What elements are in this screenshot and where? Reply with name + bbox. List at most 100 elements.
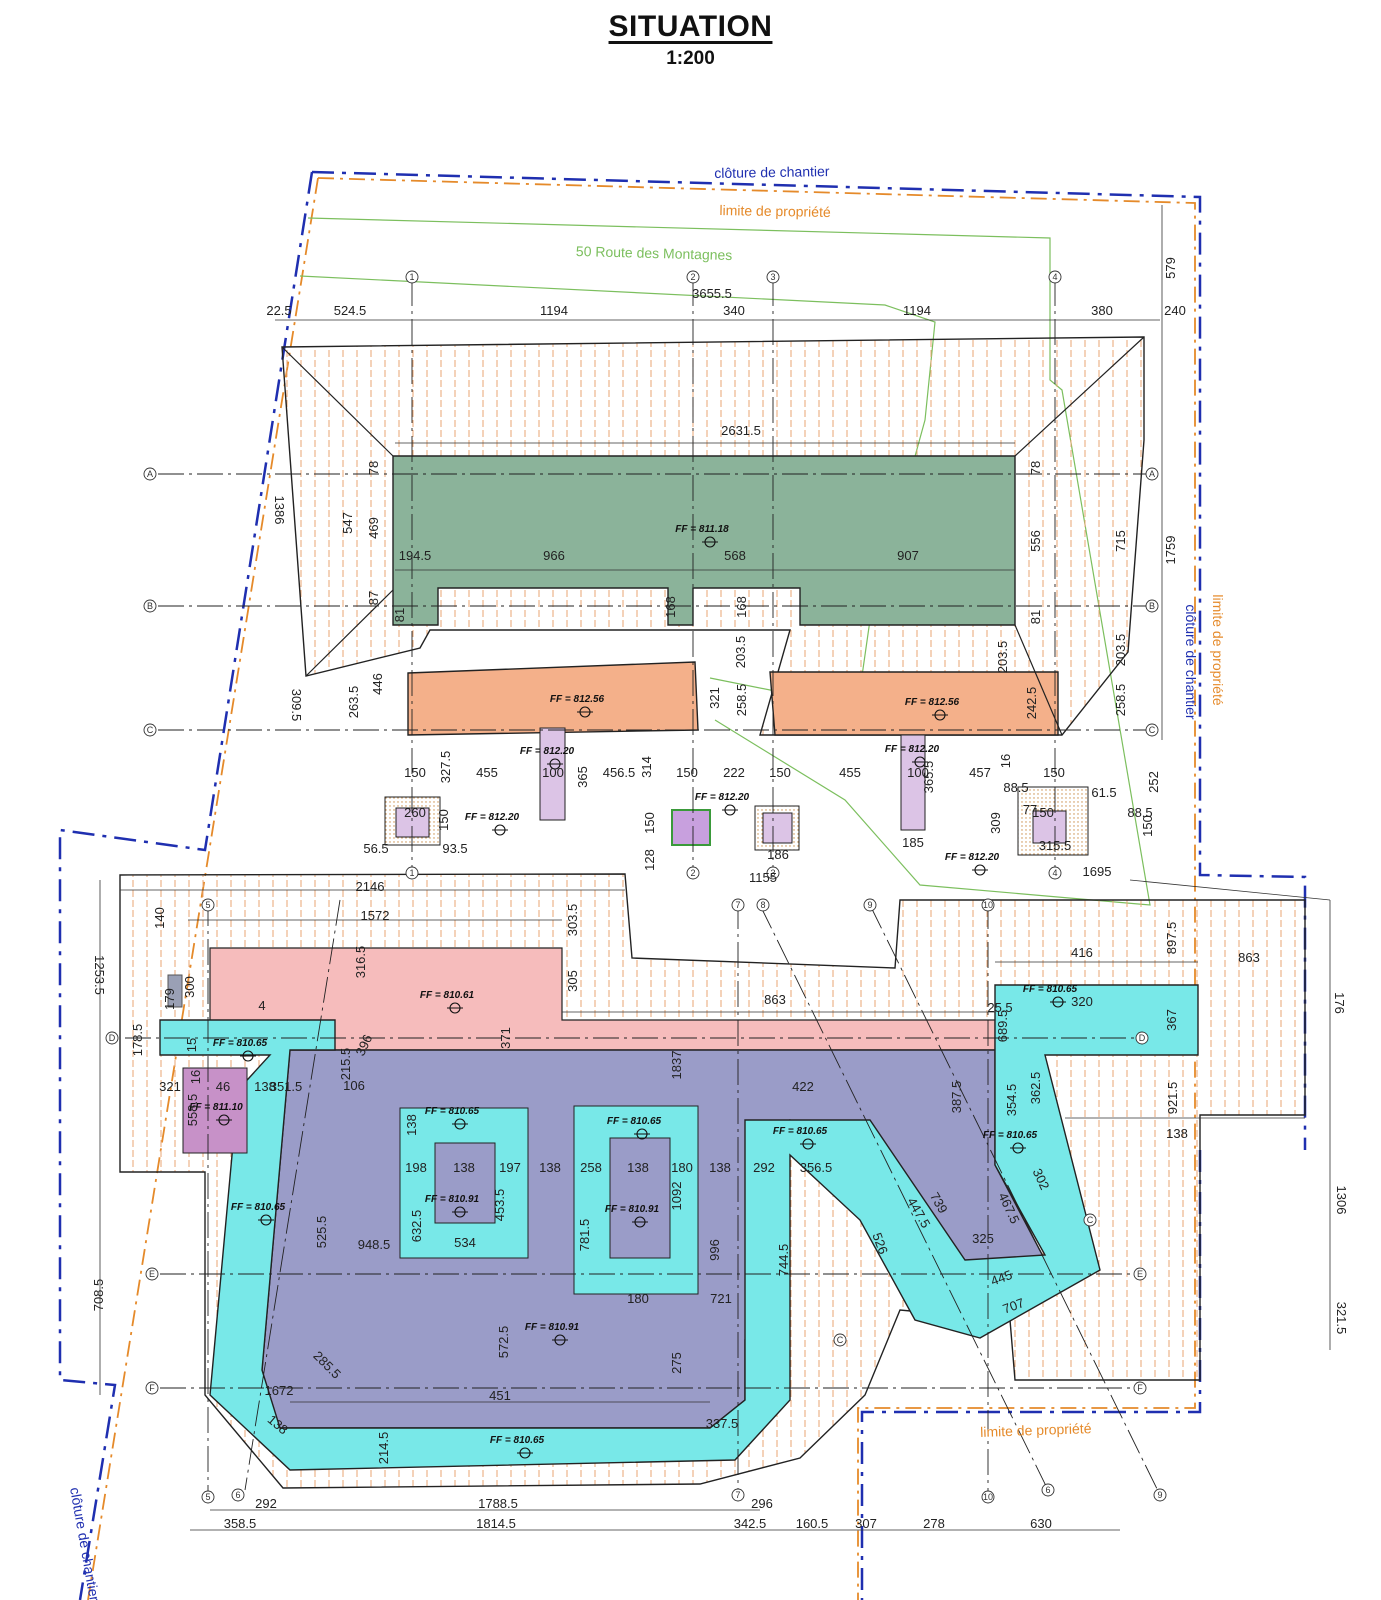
grid-marker-circle: [201, 898, 215, 912]
dimension-value: 579: [1163, 257, 1178, 279]
level-marker: [702, 536, 718, 548]
dimension-value: 321.5: [1334, 1302, 1349, 1335]
dimension-value: 300: [182, 976, 197, 998]
dimension-value: 46: [216, 1079, 230, 1094]
dimension-value: 106: [343, 1078, 365, 1093]
level-marker: [547, 758, 563, 770]
level-marker: [452, 1206, 468, 1218]
level-label: FF = 811.10: [189, 1102, 243, 1113]
level-label: FF = 810.65: [213, 1038, 268, 1049]
dimension-value: 214.5: [376, 1432, 391, 1465]
limit-label-bottom: limite de propriété: [980, 1420, 1092, 1440]
dimension-value: 715: [1113, 530, 1128, 552]
dimension-value: 689.5: [995, 1010, 1010, 1043]
dimension-value: 309.5: [289, 689, 304, 722]
grid-marker-circle: [1153, 1488, 1167, 1502]
dimension-value: 445: [989, 1267, 1015, 1289]
dimension-value: 150: [642, 812, 657, 834]
limit-label-top: limite de propriété: [719, 202, 831, 220]
chimney-block: [671, 809, 711, 846]
level-label: FF = 812.20: [465, 812, 520, 823]
grid-marker-label: A: [1149, 469, 1155, 479]
dimension-value: 242.5: [1024, 687, 1039, 720]
dimension-value: 558.5: [185, 1094, 200, 1127]
level-label: FF = 812.56: [905, 697, 960, 708]
grid-marker-circle: [1145, 723, 1159, 737]
grid-marker-circle: [405, 270, 419, 284]
dimension-value: 150: [1032, 805, 1054, 820]
dimension-value: 93.5: [442, 841, 467, 856]
drawing-title-block: SITUATION 1:200: [0, 10, 1381, 70]
grid-marker-circle: [756, 898, 770, 912]
dimension-value: 340: [723, 303, 745, 318]
level-label: FF = 811.18: [675, 524, 729, 535]
dimension-value: 258.5: [1113, 684, 1128, 717]
grid-marker-circle: [833, 1333, 847, 1347]
dimension-value: 138: [404, 1114, 419, 1136]
dimension-value: 56.5: [363, 841, 388, 856]
dimension-value: 77: [1023, 802, 1037, 817]
dimension-value: 314: [639, 756, 654, 778]
dimension-value: 260: [404, 805, 426, 820]
dimension-value: 371: [498, 1027, 513, 1049]
level-marker: [216, 1114, 232, 1126]
dimension-value: 1306: [1334, 1186, 1349, 1215]
dimension-value: 1572: [361, 908, 390, 923]
grid-marker-label: D: [109, 1033, 116, 1043]
fence-label-top: clôture de chantier: [714, 163, 830, 181]
dimension-value: 453.5: [492, 1189, 507, 1222]
dimension-value: 708.5: [91, 1279, 106, 1312]
level-label: FF = 810.61: [420, 990, 475, 1001]
dimension-value: 320: [1071, 994, 1093, 1009]
dimension-value: 630: [1030, 1516, 1052, 1531]
dimension-value: 1092: [669, 1182, 684, 1211]
grid-marker-label: F: [1137, 1383, 1143, 1393]
dimension-value: 897.5: [1164, 922, 1179, 955]
dimension-value: 365: [575, 766, 590, 788]
dimension-value: 556: [1028, 530, 1043, 552]
dimension-value: 88.5: [1003, 780, 1028, 795]
grid-marker-label: B: [147, 601, 153, 611]
dimension-value: 337.5: [706, 1416, 739, 1431]
level-marker: [800, 1138, 816, 1150]
drawing-title: SITUATION: [608, 10, 773, 43]
level-marker: [972, 864, 988, 876]
dimension-value: 354.5: [1004, 1084, 1019, 1117]
dimension-value: 150: [436, 809, 451, 831]
grid-marker-circle: [981, 1490, 995, 1504]
dimension-value: 781.5: [577, 1219, 592, 1252]
dimension-value: 1759: [1163, 536, 1178, 565]
dimension-value: 138: [539, 1160, 561, 1175]
dimension-value: 180: [627, 1291, 649, 1306]
level-label: FF = 810.65: [490, 1435, 545, 1446]
dimension-value: 455: [476, 765, 498, 780]
grid-marker-circle: [1135, 1031, 1149, 1045]
dimension-value: 150: [769, 765, 791, 780]
level-marker: [722, 804, 738, 816]
dimension-value: 744.5: [776, 1244, 791, 1277]
level-marker: [912, 756, 928, 768]
grid-marker-circle: [766, 866, 780, 880]
grid-marker-circle: [145, 1381, 159, 1395]
dimension-value: 138: [1166, 1126, 1188, 1141]
balcony-block: [900, 734, 926, 831]
grid-marker-circle: [1048, 866, 1062, 880]
dimension-value: 22.5: [266, 303, 291, 318]
dimension-value: 572.5: [496, 1326, 511, 1359]
level-marker: [932, 709, 948, 721]
dimension-value: 215.5: [338, 1048, 353, 1081]
address-label: 50 Route des Montagnes: [576, 243, 733, 263]
level-label: FF = 810.65: [425, 1106, 480, 1117]
level-marker: [492, 824, 508, 836]
dimension-value: 1695: [1083, 864, 1112, 879]
dimension-value: 455: [839, 765, 861, 780]
dimension-value: 81: [392, 608, 407, 622]
level-label: FF = 812.20: [695, 792, 750, 803]
grid-marker-label: E: [1137, 1269, 1143, 1279]
grid-marker-circle: [731, 1488, 745, 1502]
level-label: FF = 810.65: [607, 1116, 662, 1127]
grid-marker-circle: [1145, 467, 1159, 481]
dimension-value: 524.5: [334, 303, 367, 318]
dimension-value: 380: [1091, 303, 1113, 318]
